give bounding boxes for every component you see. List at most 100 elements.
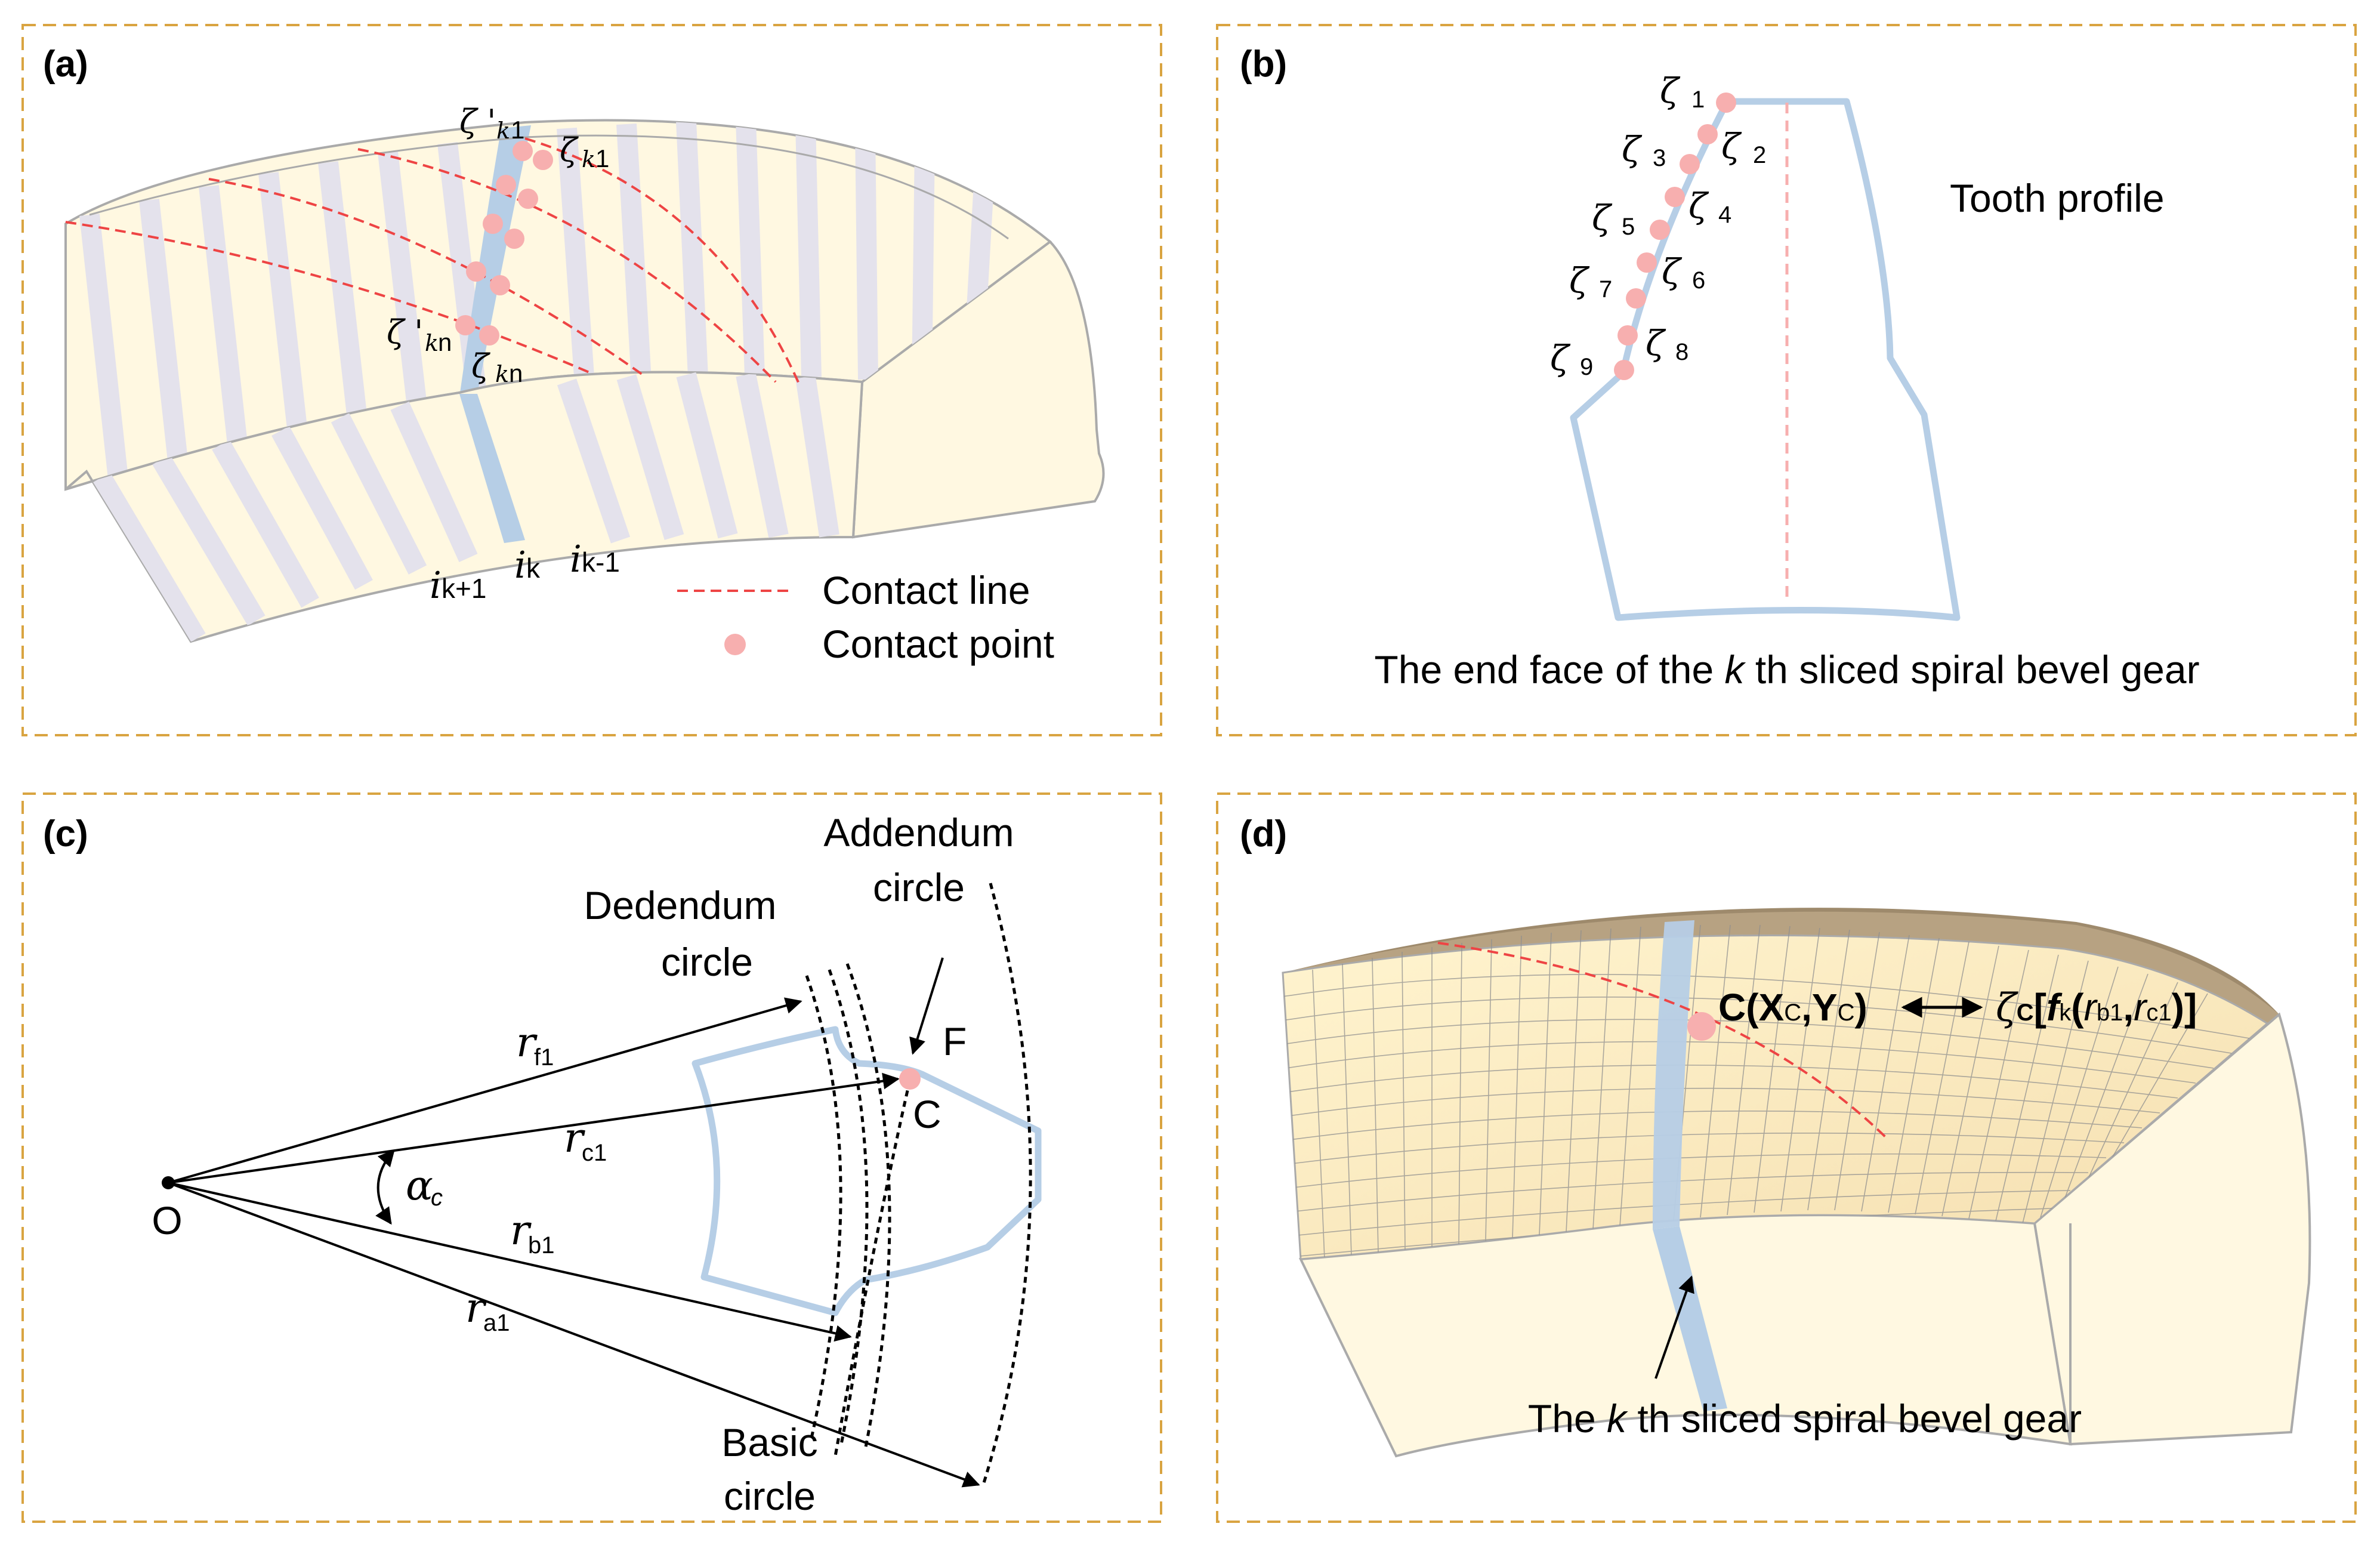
panel-a: (a) [43, 44, 1105, 666]
slice-k-lower-d [1653, 1226, 1727, 1411]
label-o: O [152, 1198, 182, 1242]
svg-text:ζ ': ζ ' [387, 313, 423, 351]
svg-text:1: 1 [1691, 87, 1705, 113]
svg-text:ζ: ζ [1646, 323, 1666, 363]
tooth-stripes-bottom [92, 372, 839, 642]
arrow-to-slice-d [1654, 1275, 1694, 1379]
zeta-2-label: ζ 2 [1721, 126, 1766, 168]
label-alpha-c: α c [406, 1162, 443, 1211]
frame-d [1216, 792, 2357, 1523]
svg-text:i: i [430, 563, 442, 607]
svg-text:i: i [514, 543, 526, 587]
zeta-4-label: ζ 4 [1688, 186, 1731, 228]
panel-c: (c) O F C α c r [43, 810, 1042, 1518]
gear-top-rim-line [89, 134, 1009, 240]
label-i-k-plus-1: i k+1 [430, 563, 486, 607]
panel-d-caption: The k th sliced spiral bevel gear [1528, 1396, 2082, 1441]
legend-line-label: Contact line [822, 568, 1030, 612]
svg-text:k: k [582, 146, 595, 172]
svg-text:ζ: ζ [471, 347, 490, 385]
svg-text:a1: a1 [483, 1310, 510, 1336]
svg-text:r: r [516, 1019, 538, 1066]
panel-d-label: (d) [1240, 813, 1287, 855]
svg-text:7: 7 [1599, 276, 1612, 303]
tooth-section-outline [692, 1026, 1042, 1316]
svg-text:circle: circle [873, 865, 965, 909]
label-zeta-k1: ζ k 1 [560, 131, 609, 172]
label-r-b1: r b1 [510, 1207, 555, 1259]
panel-b-label: (b) [1240, 44, 1287, 85]
svg-text:5: 5 [1622, 214, 1635, 240]
svg-text:ζ: ζ [1592, 198, 1613, 238]
svg-text:2: 2 [1753, 142, 1766, 168]
svg-text:k: k [526, 553, 541, 584]
label-zeta-prime-k1: ζ ' k 1 [459, 103, 524, 144]
legend-a: Contact line Contact point [677, 568, 1054, 666]
label-i-k: i k [514, 543, 541, 587]
svg-text:1: 1 [511, 116, 524, 144]
gear-end-face [851, 240, 1105, 539]
panel-b: (b) ζ 1 ζ 2 ζ 3 [1240, 44, 2200, 692]
svg-text:8: 8 [1675, 339, 1688, 365]
label-zeta-kn: ζ k n [471, 347, 523, 387]
svg-text:ζ: ζ [1569, 260, 1590, 301]
label-basic-circle: Basic circle [721, 1420, 817, 1518]
panel-c-label: (c) [43, 813, 88, 855]
label-dedendum-circle: Dedendum circle [584, 883, 777, 984]
radius-rf1 [168, 997, 802, 1184]
svg-text:circle: circle [661, 940, 753, 984]
svg-text:circle: circle [724, 1474, 816, 1518]
svg-text:4: 4 [1718, 202, 1731, 228]
line-c-to-basic [834, 1080, 912, 1457]
svg-text:ζ: ζ [1622, 129, 1643, 169]
legend-point-swatch [724, 634, 746, 655]
frame-b [1216, 24, 2357, 736]
radius-rb1 [168, 1182, 852, 1342]
svg-text:ζ: ζ [1662, 251, 1683, 292]
basic-circle [828, 969, 869, 1445]
svg-text:ζ: ζ [1721, 126, 1742, 166]
zeta-7-label: ζ 7 [1569, 260, 1612, 303]
svg-text:r: r [510, 1207, 532, 1254]
svg-text:9: 9 [1580, 354, 1593, 380]
svg-text:Basic: Basic [721, 1420, 817, 1464]
zeta-6-label: ζ 6 [1662, 251, 1705, 294]
svg-text:k-1: k-1 [582, 547, 620, 578]
label-c: C [913, 1092, 941, 1136]
addendum-circle [981, 883, 1032, 1485]
svg-text:Dedendum: Dedendum [584, 883, 777, 927]
panel-a-label: (a) [43, 44, 88, 85]
point-c [899, 1068, 921, 1090]
legend-point-label: Contact point [822, 622, 1054, 666]
svg-text:Addendum: Addendum [823, 810, 1014, 855]
alpha-arc [375, 1149, 395, 1225]
svg-text:α: α [406, 1162, 433, 1210]
svg-text:n: n [438, 328, 452, 356]
svg-text:ζ: ζ [1660, 70, 1681, 111]
contact-point-c-d [1687, 1012, 1716, 1041]
svg-text:ζ: ζ [1550, 338, 1571, 378]
svg-text:f1: f1 [534, 1044, 554, 1071]
svg-text:i: i [570, 537, 582, 581]
label-r-f1: r f1 [516, 1019, 554, 1071]
arrow-addendum [909, 957, 944, 1055]
svg-text:r: r [465, 1285, 487, 1332]
zeta-1-label: ζ 1 [1660, 70, 1705, 113]
label-i-k-minus-1: i k-1 [570, 537, 620, 581]
frame-a [21, 24, 1162, 736]
label-r-c1: r c1 [564, 1115, 607, 1166]
pitch-circle [845, 963, 891, 1451]
svg-text:c: c [431, 1185, 443, 1211]
label-r-a1: r a1 [465, 1285, 510, 1336]
profile-zeta-labels: ζ 1 ζ 2 ζ 3 ζ 4 ζ 5 ζ 6 [1550, 70, 1766, 380]
label-c-coords: C(XC,YC) [1718, 986, 1867, 1029]
label-f: F [943, 1019, 967, 1063]
tooth-outline [1570, 98, 1961, 621]
reference-circles [805, 883, 1032, 1485]
zeta-3-label: ζ 3 [1622, 129, 1666, 171]
svg-text:ζ: ζ [1688, 186, 1709, 226]
tooth-profile-label: Tooth profile [1950, 176, 2165, 220]
label-zeta-prime-kn: ζ ' k n [387, 313, 452, 356]
zeta-9-label: ζ 9 [1550, 338, 1593, 380]
svg-text:3: 3 [1653, 145, 1666, 171]
